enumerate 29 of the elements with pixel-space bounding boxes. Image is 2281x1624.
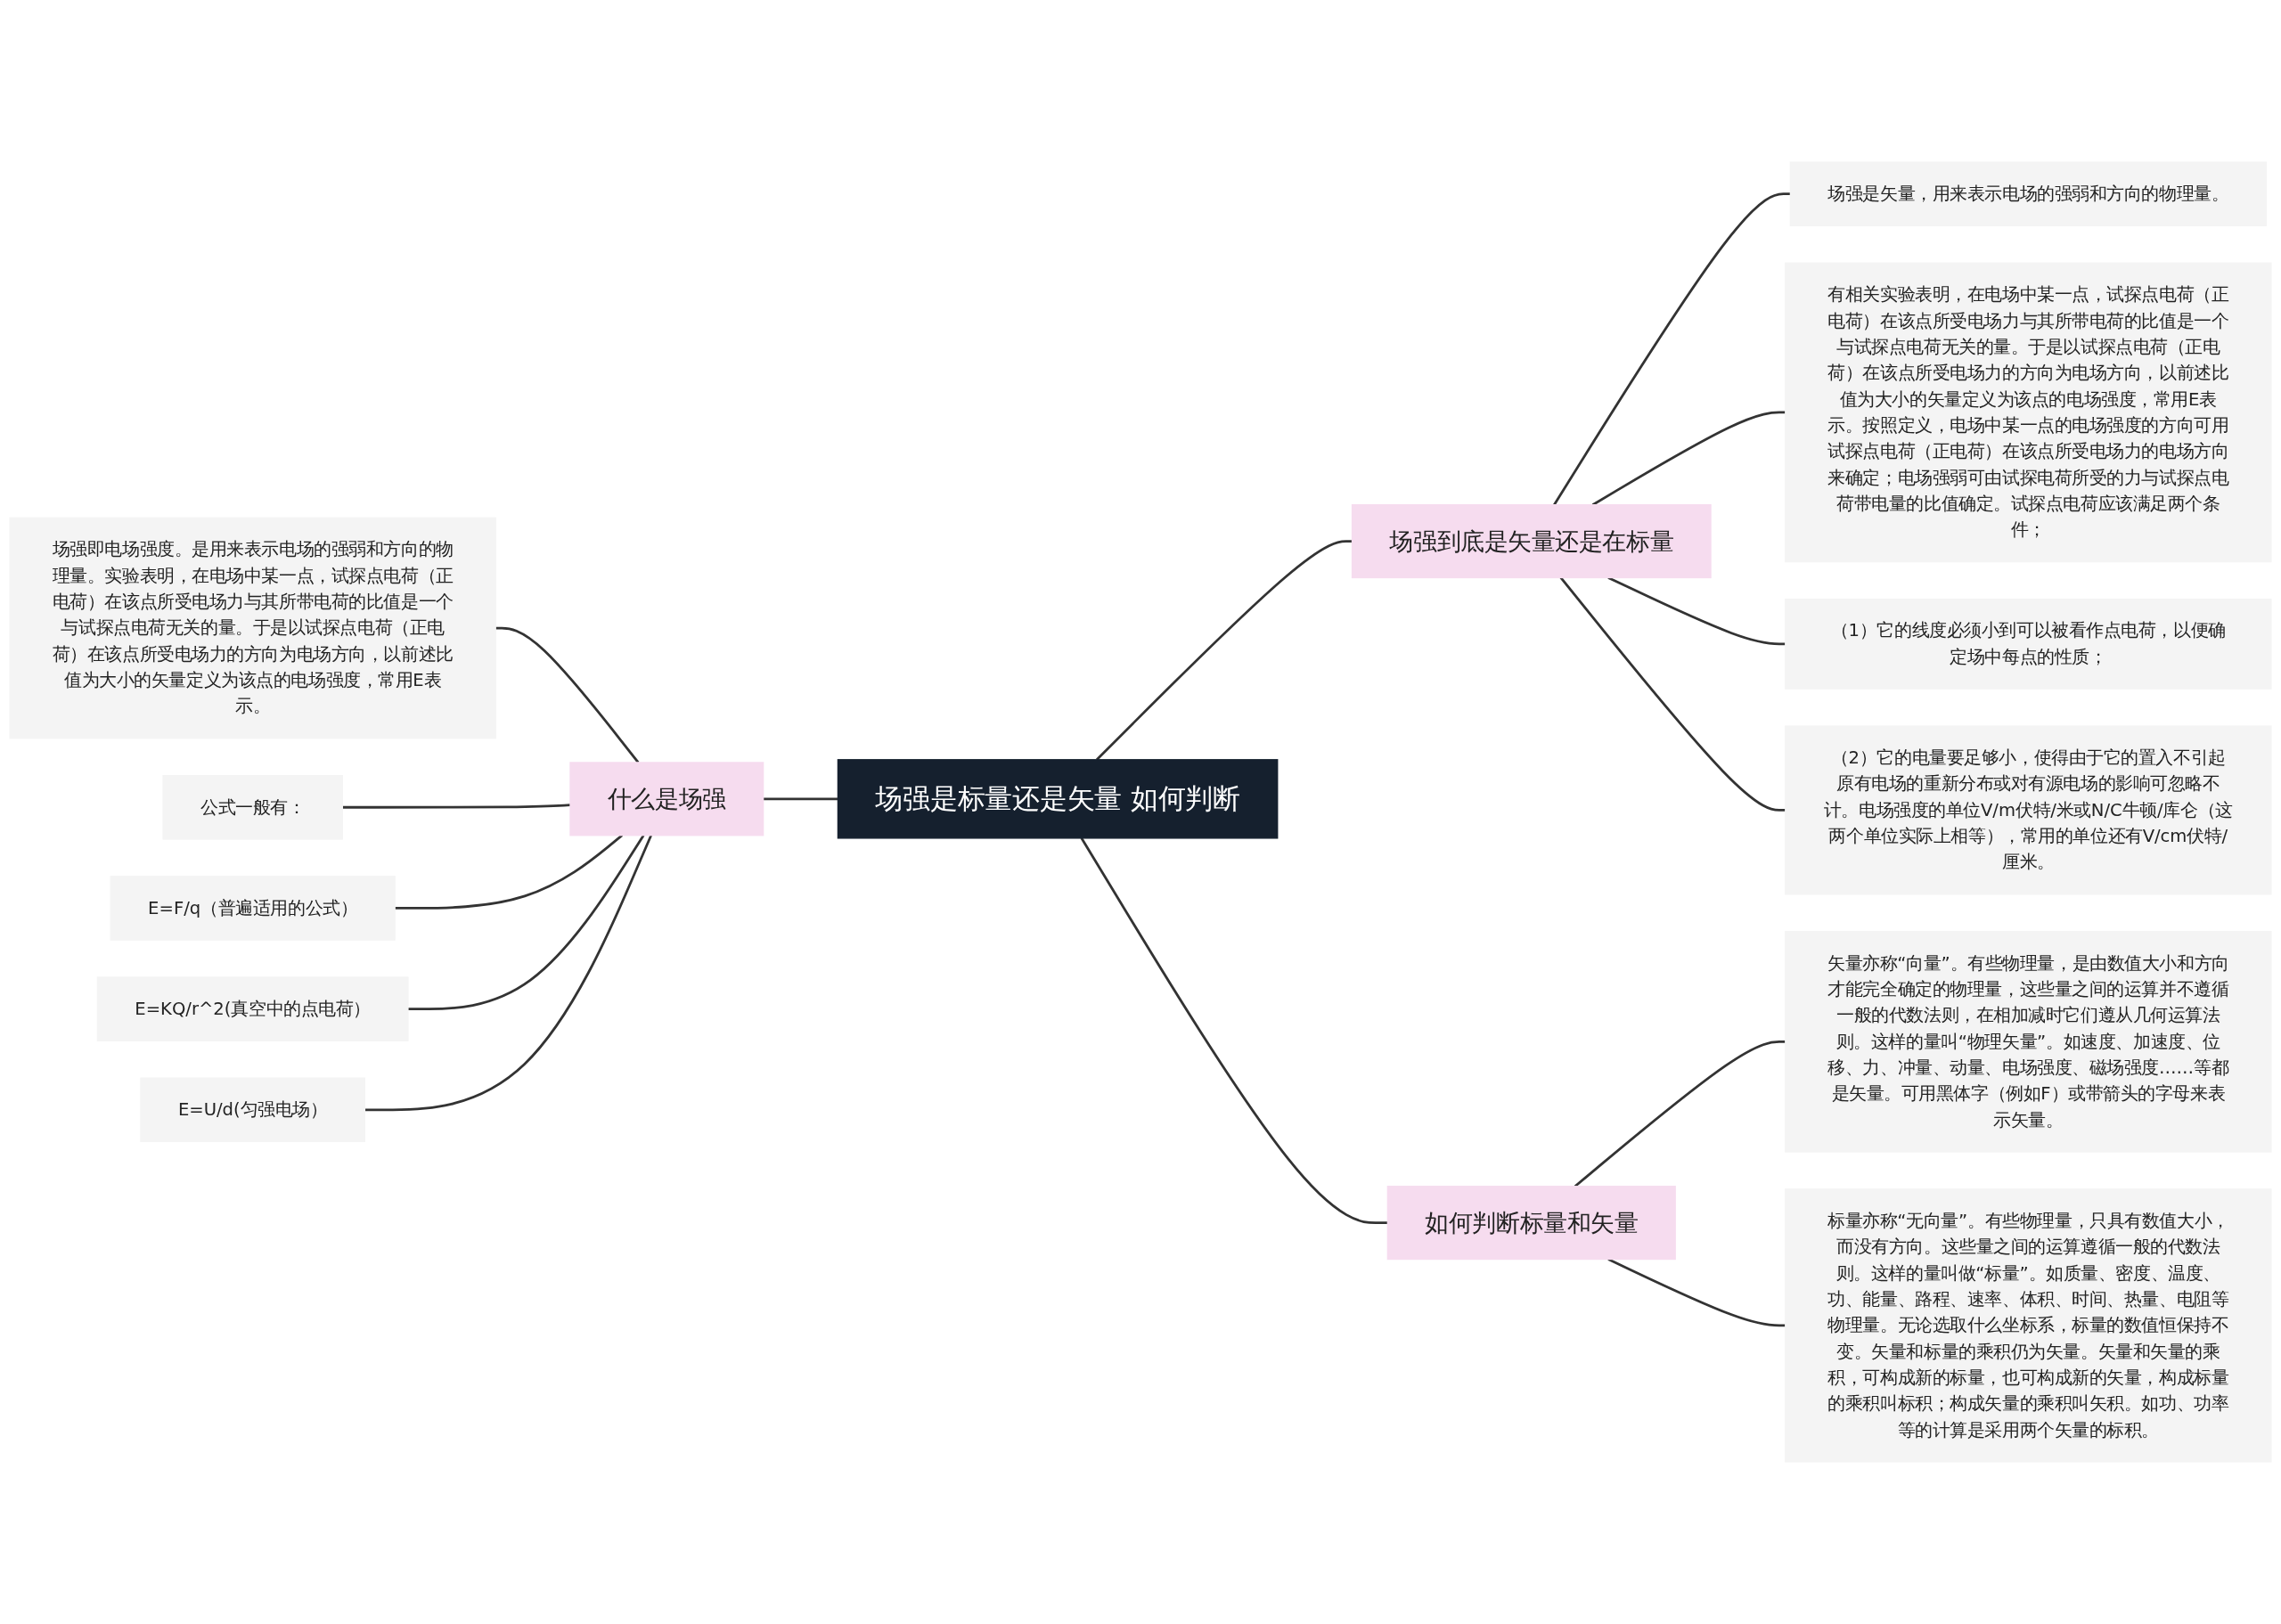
node-box: （1）它的线度必须小到可以被看作点电荷，以便确定场中每点的性质； bbox=[1785, 598, 2272, 690]
connector bbox=[342, 804, 571, 809]
connector bbox=[1574, 1040, 1786, 1187]
node-box: （2）它的电量要足够小，使得由于它的置入不引起原有电场的重新分布或对有源电场的影响可忽略不计。电场强度的单位V/m伏特/米或N/C牛顿/库仑（这两个单位实际上相等），常用的单位还有V/cm伏特/厘米。 bbox=[1785, 725, 2272, 895]
node-box: 场强即电场强度。是用来表示电场的强弱和方向的物理量。实验表明，在电场中某一点，试探点电荷（正电荷）在该点所受电场力与其所带电荷的比值是一个与试探点电荷无关的量。于是以试探点电荷（正电荷）在该点所受电场力的方向为电场方向，以前述比值为大小的矢量定义为该点的电场强度，常用E表示。 bbox=[9, 517, 496, 739]
node-box: 有相关实验表明，在电场中某一点，试探点电荷（正电荷）在该点所受电场力与其所带电荷的比值是一个与试探点电荷无关的量。于是以试探点电荷（正电荷）在该点所受电场力的方向为电场方向，以前述比值为大小的矢量定义为该点的电场强度，常用E表示。按照定义，电场中某一点的电场强度的方向可用试探点电荷（正电荷）在该点所受电场力的电场方向来确定；电场强弱可由试探电荷所受的力与试探点电荷带电量的比值确定。试探点电荷应该满足两个条件； bbox=[1785, 262, 2272, 563]
node-box: 如何判断标量和矢量 bbox=[1386, 1186, 1676, 1261]
node-box: 什么是场强 bbox=[569, 762, 764, 836]
node-box: 公式一般有： bbox=[162, 774, 343, 840]
node-box: E=U/d(匀强电场） bbox=[140, 1077, 366, 1143]
connector bbox=[1607, 576, 1786, 646]
node-box: 标量亦称“无向量”。有些物理量，只具有数值大小，而没有方向。这些量之间的运算遵循一般的代数法则。这样的量叫做“标量”。如质量、密度、温度、功、能量、路程、速率、体积、时间、热量、电阻等物理量。无论选取什么坐标系，标量的数值恒保持不变。矢量和标量的乘积仍为矢量。矢量和矢量的乘积，可构成新的标量，也可构成新的矢量，构成标量的乘积叫标积；构成矢量的乘积叫矢积。如功、功率等的计算是采用两个矢量的标积。 bbox=[1785, 1188, 2272, 1463]
node-box: 场强是矢量，用来表示电场的强弱和方向的物理量。 bbox=[1789, 161, 2267, 227]
connector bbox=[364, 835, 652, 1112]
node-box: 矢量亦称“向量”。有些物理量，是由数值大小和方向才能完全确定的物理量，这些量之间的运算并不遵循一般的代数法则，在相加减时它们遵从几何运算法则。这样的量叫“物理矢量”。如速度、加速度、位移、力、冲量、动量、电场强度、磁场强度……等都是矢量。可用黑体字（例如F）或带箭头的字母来表示矢量。 bbox=[1785, 930, 2272, 1153]
connector bbox=[1080, 837, 1388, 1225]
connector bbox=[495, 626, 640, 763]
connector bbox=[407, 834, 645, 1011]
connector bbox=[1553, 192, 1791, 506]
connector bbox=[395, 834, 624, 910]
connector bbox=[763, 797, 838, 801]
node-box: 场强到底是矢量还是在标量 bbox=[1351, 504, 1712, 579]
connector bbox=[1591, 411, 1786, 506]
node-box: E=F/q（普遍适用的公式） bbox=[110, 876, 396, 941]
connector bbox=[1096, 540, 1353, 761]
connector bbox=[1559, 576, 1786, 812]
node-box: 场强是标量还是矢量 如何判断 bbox=[837, 759, 1279, 839]
node-box: E=KQ/r^2(真空中的点电荷） bbox=[96, 976, 409, 1041]
connector bbox=[1607, 1258, 1786, 1327]
